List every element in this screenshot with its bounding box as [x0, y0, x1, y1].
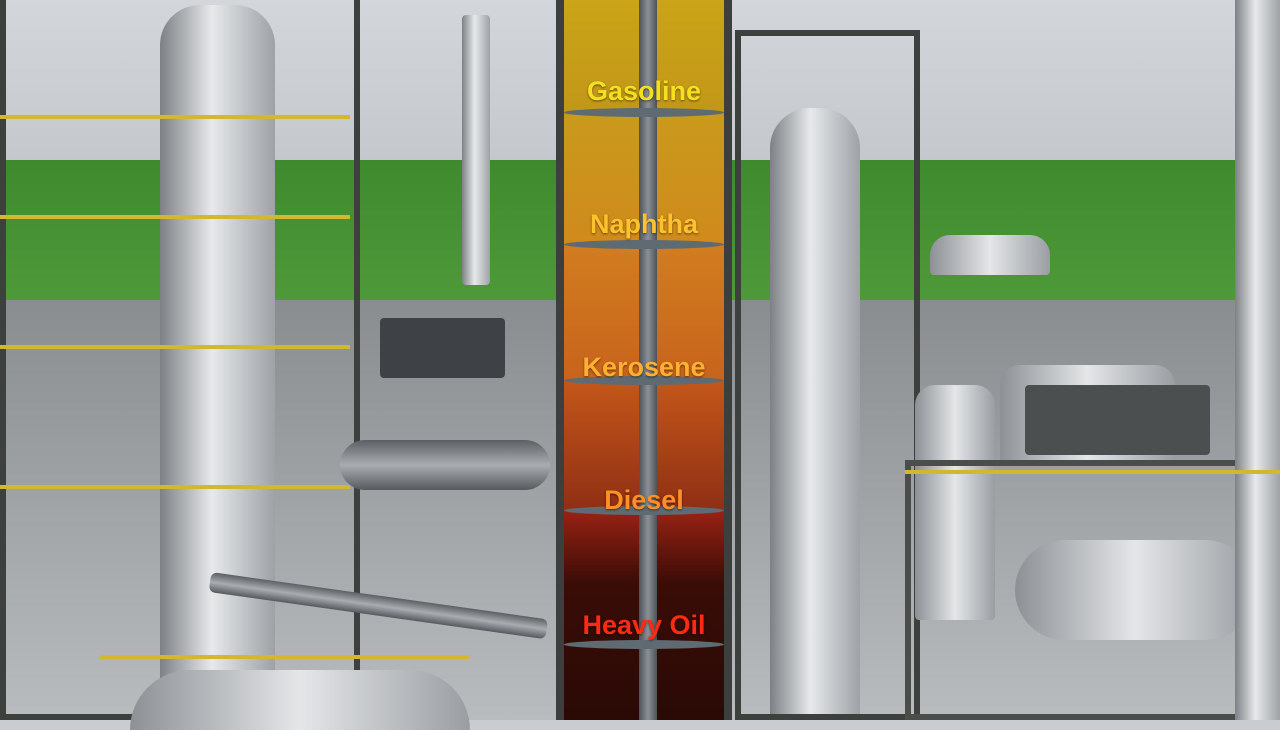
- tray: [564, 376, 724, 385]
- right-silver-tower: [770, 108, 860, 720]
- railing: [0, 345, 350, 349]
- label-gasoline: Gasoline: [586, 76, 702, 106]
- distillation-column: Gasoline Naphtha Kerosene Diesel Heavy O…: [556, 0, 732, 720]
- railing: [905, 470, 1280, 474]
- railing: [0, 115, 350, 119]
- label-diesel: Diesel: [604, 485, 684, 515]
- central-shaft: [639, 0, 657, 720]
- tray: [564, 506, 724, 515]
- tray: [564, 640, 724, 649]
- label-heavy-oil: Heavy Oil: [582, 610, 706, 640]
- railing: [100, 655, 470, 659]
- equipment-box: [1025, 385, 1210, 455]
- storage-tank: [930, 235, 1050, 275]
- tray: [564, 240, 724, 249]
- heater-box: [380, 318, 505, 378]
- railing: [0, 215, 350, 219]
- railing: [0, 485, 350, 489]
- left-silver-tower: [160, 5, 275, 720]
- left-steel-frame: [0, 0, 360, 720]
- far-right-tower: [1235, 0, 1280, 720]
- horizontal-vessel: [1015, 540, 1255, 640]
- right-steel-frame: [735, 30, 920, 720]
- storage-tank: [130, 670, 470, 730]
- label-naphtha: Naphtha: [590, 209, 698, 239]
- pipe: [340, 440, 550, 490]
- stack: [462, 15, 490, 285]
- tray: [564, 108, 724, 117]
- label-kerosene: Kerosene: [582, 352, 706, 382]
- storage-tank: [915, 385, 995, 620]
